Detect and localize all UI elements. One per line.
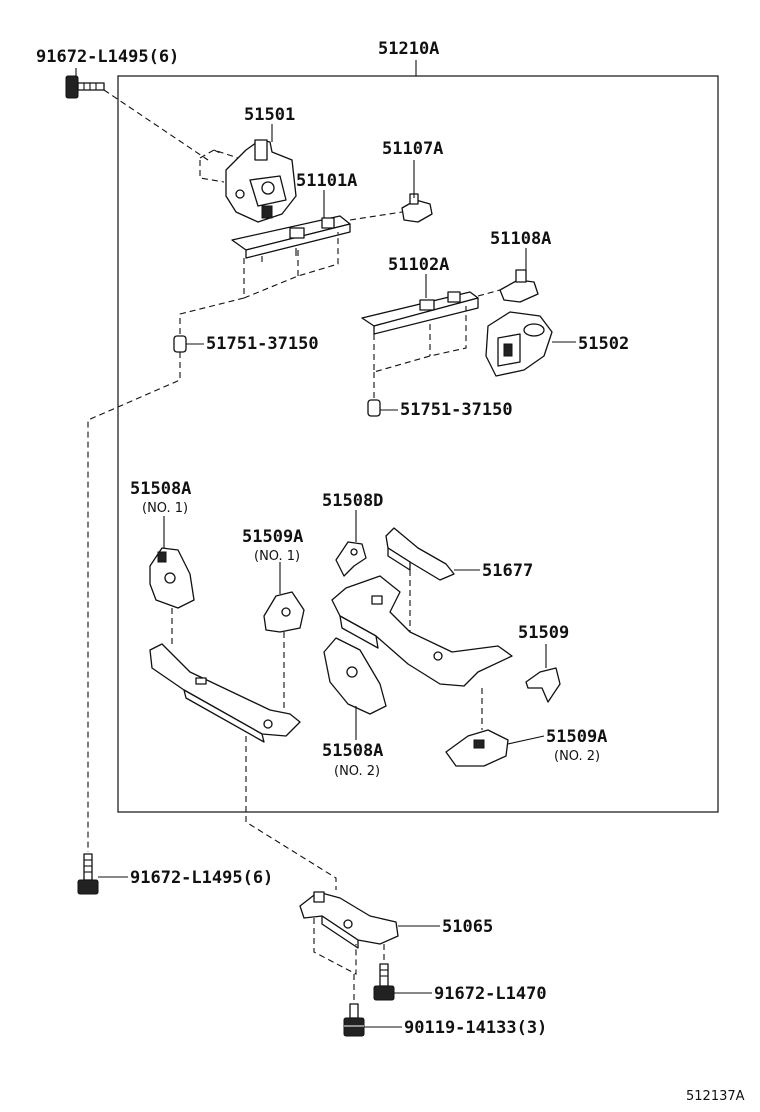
callout-c10-sub: (NO. 1): [142, 501, 188, 516]
bolt-91672-L1470[interactable]: [373, 963, 395, 1001]
assembly-frame: [117, 75, 719, 813]
part-51102A[interactable]: [361, 291, 479, 335]
part-51065[interactable]: [299, 891, 399, 949]
part-51509A-no1[interactable]: [263, 591, 305, 633]
crossmember-to-51065-guide: [245, 736, 337, 890]
callout-c15[interactable]: 51508A: [322, 741, 383, 761]
callout-c16[interactable]: 51509A: [546, 727, 607, 747]
callout-c15-sub: (NO. 2): [334, 764, 380, 779]
callout-c8[interactable]: 51502: [578, 334, 629, 354]
callout-c16-sub: (NO. 2): [554, 749, 600, 764]
part-51101A-guide: [243, 232, 339, 299]
callout-c18[interactable]: 51065: [442, 917, 493, 937]
callout-c16-leader: [507, 735, 545, 745]
callout-c20[interactable]: 90119-14133(3): [404, 1018, 547, 1038]
callout-c4[interactable]: 51101A: [296, 171, 357, 191]
assembly-label: 51210A: [378, 39, 439, 59]
part-51102A-guide: [373, 306, 467, 373]
callout-c11[interactable]: 51508D: [322, 491, 383, 511]
bolt-top-left[interactable]: [65, 75, 105, 99]
part-51101A[interactable]: [231, 215, 351, 262]
bolt-lower-left[interactable]: [77, 853, 99, 895]
part-51501[interactable]: [225, 139, 297, 223]
part-51677[interactable]: [385, 527, 455, 581]
callout-c12-sub: (NO. 1): [254, 549, 300, 564]
part-51502[interactable]: [485, 311, 553, 377]
spacer-right[interactable]: [367, 399, 381, 417]
callout-c17[interactable]: 91672-L1495(6): [130, 868, 273, 888]
part-51107A[interactable]: [401, 193, 433, 223]
crossmember-front[interactable]: [149, 643, 301, 743]
part-51508A-no2[interactable]: [323, 637, 387, 715]
part-51508D[interactable]: [335, 541, 367, 577]
callout-c7[interactable]: 51751-37150: [206, 334, 319, 354]
bolt-top-left-guide: [103, 89, 209, 161]
callout-c12[interactable]: 51509A: [242, 527, 303, 547]
part-51108A[interactable]: [499, 269, 539, 303]
reference-code: 512137A: [686, 1089, 745, 1104]
callout-c2[interactable]: 51501: [244, 105, 295, 125]
part-51509A-no2[interactable]: [445, 729, 509, 767]
callout-c10[interactable]: 51508A: [130, 479, 191, 499]
callout-c13[interactable]: 51677: [482, 561, 533, 581]
callout-c6[interactable]: 51102A: [388, 255, 449, 275]
bolt-90119-14133[interactable]: [343, 1003, 365, 1037]
callout-c3[interactable]: 51107A: [382, 139, 443, 159]
callout-c14[interactable]: 51509: [518, 623, 569, 643]
callout-c1[interactable]: 91672-L1495(6): [36, 47, 179, 67]
crossmember-main[interactable]: [331, 575, 513, 687]
bolt-left-guide: [87, 352, 181, 852]
part-51509[interactable]: [525, 667, 561, 703]
spacer-left[interactable]: [173, 335, 187, 353]
part-51508A-no1[interactable]: [149, 547, 195, 609]
spacer-left-guide-upper: [179, 297, 245, 340]
callout-c9[interactable]: 51751-37150: [400, 400, 513, 420]
callout-c19[interactable]: 91672-L1470: [434, 984, 547, 1004]
callout-c5[interactable]: 51108A: [490, 229, 551, 249]
part-51501-outline: [199, 149, 239, 183]
